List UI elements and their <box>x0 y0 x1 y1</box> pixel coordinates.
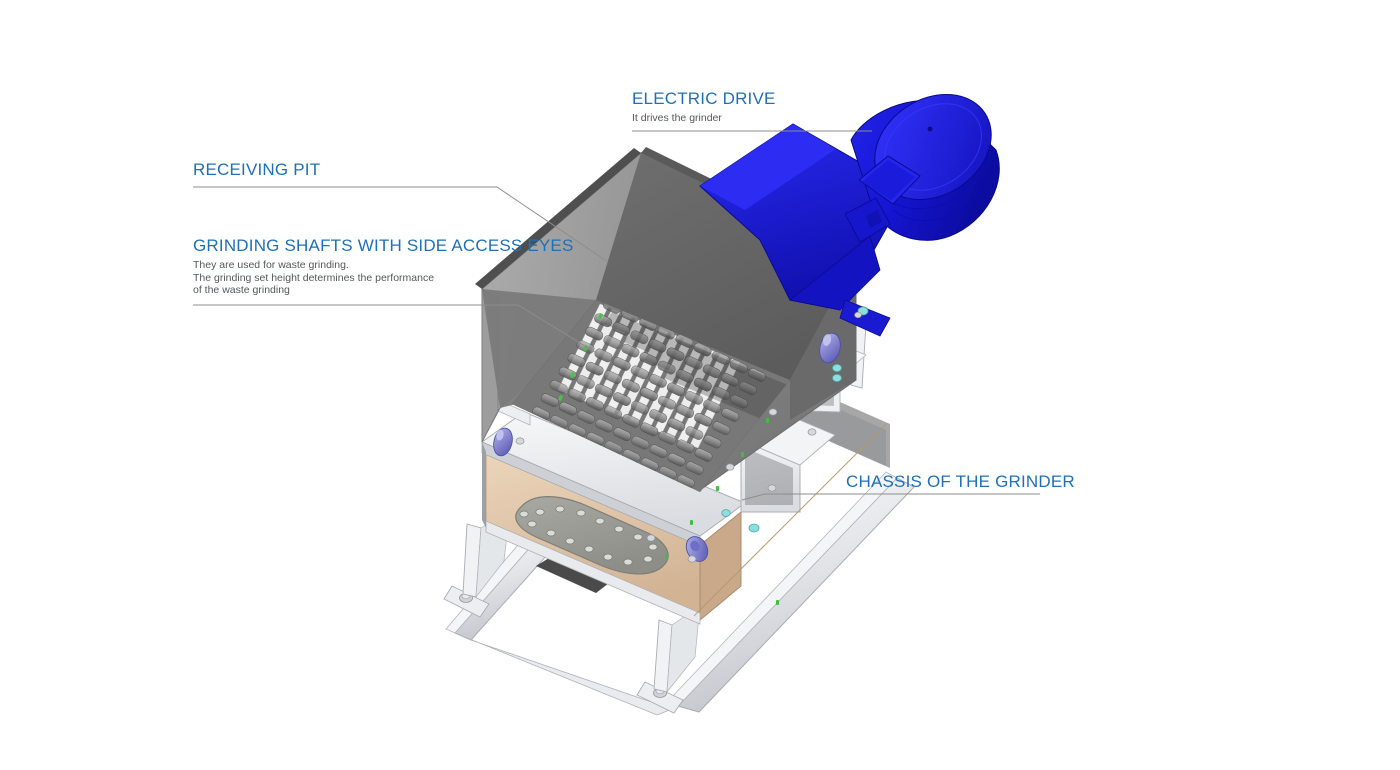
callout-grinding-shafts-body: They are used for waste grinding. The gr… <box>193 259 574 297</box>
gearbox-top-face <box>700 124 836 210</box>
electric-drive-motor <box>699 93 1000 337</box>
callout-electric-drive-line-1: It drives the grinder <box>632 112 722 124</box>
callout-leader-lines <box>193 130 1040 501</box>
callout-grinding-shafts-line-3: of the waste grinding <box>193 284 290 297</box>
hopper-inner-face-left <box>482 289 596 408</box>
seam-lines <box>693 423 887 617</box>
motor-terminal-box <box>858 155 921 205</box>
leader-grinding-shafts <box>193 304 599 355</box>
callout-grinding-shafts-title: GRINDING SHAFTS WITH SIDE ACCESS EYES <box>193 236 574 255</box>
callout-grinding-shafts-line-1: They are used for waste grinding. <box>193 259 349 271</box>
access-knob-top-right <box>819 332 841 364</box>
callout-receiving-pit-title: RECEIVING PIT <box>193 160 321 179</box>
chassis-cross-rail <box>454 632 674 716</box>
leader-chassis <box>741 493 1040 501</box>
fasteners <box>493 306 887 617</box>
seal-strip <box>558 313 603 401</box>
screw-heads <box>515 311 862 563</box>
housing-bottom-rail <box>485 520 701 625</box>
gearbox-lower-skirt <box>789 235 881 311</box>
cutter-discs <box>512 300 766 492</box>
gearbox-foot <box>839 299 891 337</box>
housing-left-dark-panel <box>482 442 486 528</box>
leader-receiving-pit <box>193 186 609 263</box>
motor-key-block <box>866 210 882 228</box>
alignment-marks <box>665 418 779 605</box>
callout-electric-drive-body: It drives the grinder <box>632 112 776 125</box>
callout-chassis-title: CHASSIS OF THE GRINDER <box>846 472 1075 491</box>
hopper-inner-face-top <box>596 153 856 380</box>
motor-cap-bolt <box>927 126 933 132</box>
housing-side-frame-right-inner <box>745 448 793 505</box>
shaft-shadow-bands <box>604 312 790 432</box>
callout-receiving-pit: RECEIVING PIT <box>193 160 320 180</box>
callout-electric-drive: ELECTRIC DRIVE It drives the grinder <box>632 89 776 125</box>
access-knob-left <box>493 427 513 457</box>
teal-bolt-group <box>721 306 869 533</box>
callout-grinding-shafts-line-2: The grinding set height determines the p… <box>193 271 435 284</box>
side-access-eye-plate <box>515 496 669 575</box>
callout-electric-drive-title: ELECTRIC DRIVE <box>632 89 776 108</box>
hopper-rim-left <box>475 148 641 289</box>
callout-grinding-shafts: GRINDING SHAFTS WITH SIDE ACCESS EYES Th… <box>193 236 574 297</box>
access-knob-bottom-right <box>685 536 709 562</box>
housing-right-panel-beige <box>699 510 742 622</box>
callout-chassis: CHASSIS OF THE GRINDER <box>846 472 1075 492</box>
